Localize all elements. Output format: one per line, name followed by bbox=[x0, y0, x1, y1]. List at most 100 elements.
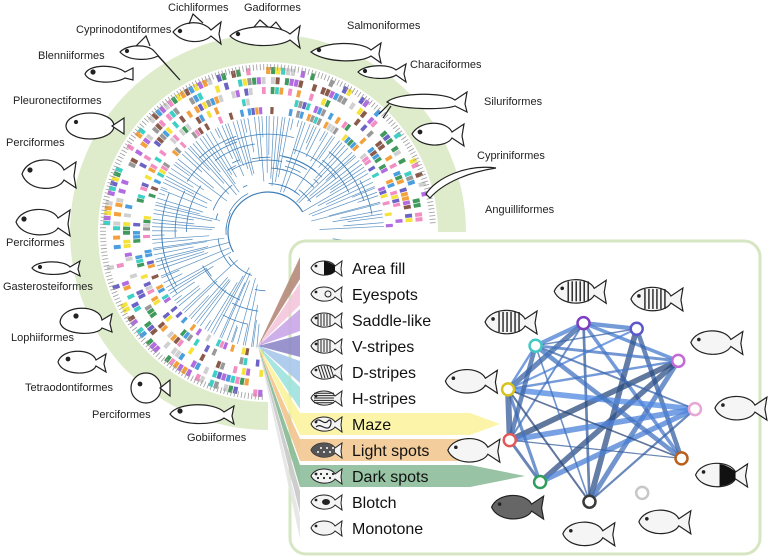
tree-branch-arc bbox=[251, 156, 271, 160]
tree-tip-tick bbox=[169, 363, 174, 369]
pattern-track-tile bbox=[153, 139, 162, 148]
pattern-track-tile bbox=[359, 152, 367, 160]
tree-tip-tick bbox=[424, 187, 431, 190]
tree-branch bbox=[328, 142, 343, 159]
pattern-track-tile bbox=[133, 231, 141, 235]
tree-tip-tick bbox=[101, 206, 108, 208]
pattern-track-tile bbox=[150, 185, 159, 192]
tree-tip-tick bbox=[187, 374, 191, 380]
pattern-track-tile bbox=[320, 97, 327, 106]
pattern-track-tile bbox=[284, 77, 290, 86]
fish-icon-tetraodontiformes bbox=[57, 350, 107, 374]
pattern-track-tile bbox=[245, 98, 251, 106]
pattern-track-tile bbox=[136, 197, 145, 204]
pattern-track-tile bbox=[153, 178, 162, 185]
tree-branch bbox=[177, 158, 215, 189]
tree-branch-arc bbox=[359, 180, 373, 215]
pattern-track-tile bbox=[395, 218, 403, 223]
pattern-track-tile bbox=[125, 256, 133, 262]
dark-spot-icon bbox=[322, 476, 326, 480]
tree-tip-tick bbox=[240, 391, 243, 398]
tree-tip-tick bbox=[172, 365, 177, 371]
tree-branch bbox=[275, 116, 283, 169]
pattern-track-tile bbox=[179, 90, 187, 99]
fish-eye-icon bbox=[314, 342, 318, 346]
pattern-track-tile bbox=[198, 375, 206, 384]
tree-tip-tick bbox=[122, 312, 128, 317]
fish-eye-icon bbox=[314, 498, 318, 502]
network-edge bbox=[534, 343, 683, 461]
pattern-track-tile bbox=[144, 252, 153, 258]
pattern-track-tile bbox=[192, 94, 200, 103]
pattern-track-tile bbox=[170, 333, 178, 342]
pattern-track-tile bbox=[162, 311, 171, 319]
tree-branch-arc bbox=[313, 178, 319, 184]
tree-branch-arc bbox=[298, 189, 312, 203]
pattern-track-tile bbox=[193, 338, 200, 347]
pattern-track-tile bbox=[296, 90, 302, 98]
pattern-track-tile bbox=[140, 141, 149, 149]
pattern-track-tile bbox=[362, 99, 370, 108]
pattern-track-tile bbox=[155, 284, 164, 291]
tree-branch bbox=[202, 135, 236, 185]
tree-tip-tick bbox=[194, 80, 199, 87]
connector-wedge-light-spots bbox=[258, 346, 300, 461]
pattern-track-tile bbox=[143, 215, 152, 220]
tree-branch bbox=[318, 136, 335, 160]
network-edge bbox=[588, 408, 696, 503]
tree-tip-tick bbox=[411, 154, 418, 158]
tree-branch bbox=[199, 137, 240, 193]
pattern-track-tile bbox=[328, 79, 335, 88]
tree-branch bbox=[254, 116, 260, 162]
pattern-track-tile bbox=[358, 96, 366, 105]
pattern-track-tile bbox=[389, 162, 398, 170]
tree-tip-tick bbox=[155, 352, 161, 358]
pattern-track-tile bbox=[356, 107, 364, 116]
pattern-track-tile bbox=[405, 175, 414, 182]
tree-branch-arc bbox=[222, 314, 248, 325]
tree-branch bbox=[311, 203, 381, 222]
pattern-track-tile bbox=[391, 198, 400, 204]
tree-tip-tick bbox=[105, 274, 112, 278]
pattern-track-tile bbox=[288, 108, 293, 117]
pattern-track-tile bbox=[123, 230, 131, 235]
pattern-track-tile bbox=[163, 296, 172, 304]
tree-branch bbox=[160, 188, 208, 209]
connector-wedge-dark-spots bbox=[258, 346, 300, 487]
tree-tip-tick bbox=[160, 356, 166, 362]
tree-branch bbox=[305, 125, 315, 144]
tree-branch bbox=[163, 273, 183, 284]
pattern-track-tile bbox=[147, 115, 156, 124]
pattern-track-tile bbox=[191, 131, 198, 139]
network-node-9 bbox=[500, 382, 516, 397]
tree-tip-tick bbox=[185, 85, 190, 91]
tree-branch bbox=[232, 121, 249, 170]
tree-tip-tick bbox=[390, 122, 396, 127]
pattern-track-tile bbox=[299, 111, 305, 120]
fish-icon-perciformes-3 bbox=[130, 372, 171, 404]
tree-branch bbox=[170, 168, 205, 191]
pattern-track-tile bbox=[385, 223, 393, 228]
pattern-track-tile bbox=[187, 85, 195, 94]
tree-branch-arc bbox=[231, 159, 282, 171]
legend-fish-icon-blotch bbox=[310, 493, 343, 512]
pattern-track-tile bbox=[131, 301, 140, 309]
pattern-track-tile bbox=[133, 239, 141, 243]
tree-tip-tick bbox=[138, 335, 144, 340]
pattern-track-tile bbox=[149, 163, 158, 170]
tree-tip-tick bbox=[414, 160, 421, 164]
tree-tip-tick bbox=[300, 67, 303, 74]
pattern-track-tile bbox=[158, 119, 167, 128]
tree-tip-tick bbox=[163, 358, 168, 365]
pattern-track-tile bbox=[107, 190, 116, 197]
tree-branch bbox=[152, 239, 193, 244]
network-edge bbox=[507, 327, 638, 391]
tree-branch-arc bbox=[198, 135, 237, 159]
pattern-track-tile bbox=[149, 341, 158, 350]
tree-tip-tick bbox=[360, 93, 365, 100]
stripe-mark-icon bbox=[320, 365, 326, 379]
pattern-track-tile bbox=[159, 133, 168, 141]
tree-branch bbox=[294, 121, 306, 155]
network-fish-icon-0 bbox=[553, 279, 608, 305]
pattern-track-tile bbox=[243, 357, 248, 366]
